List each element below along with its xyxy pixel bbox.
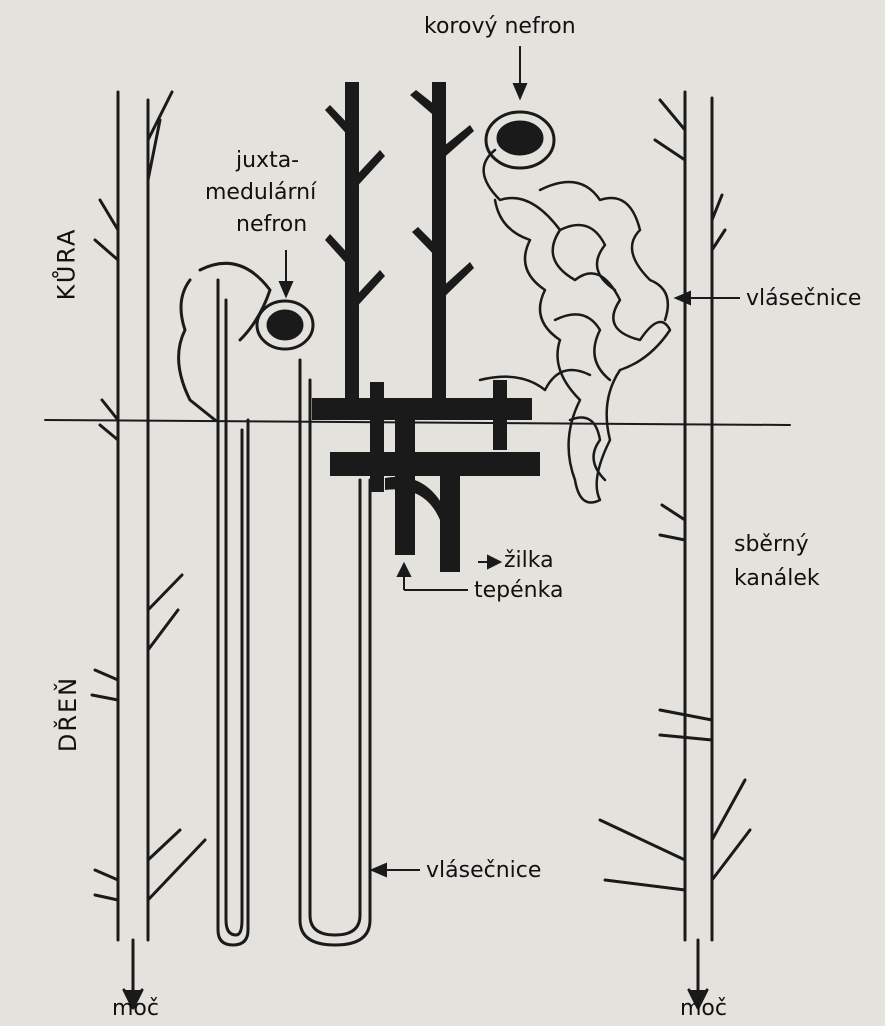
label-vlasecnice-top: vlásečnice [746, 286, 861, 312]
label-vlasecnice-bottom: vlásečnice [426, 858, 541, 884]
juxtamedullary-loop [179, 263, 270, 945]
label-sberny-line2: kanálek [734, 566, 820, 592]
label-moc-left: moč [112, 996, 159, 1022]
label-juxta-line3: nefron [236, 212, 307, 238]
label-juxta-line2: medulární [205, 180, 316, 206]
label-moc-right: moč [680, 996, 727, 1022]
label-tepenka: tepénka [474, 578, 563, 604]
label-dren: DŘEŇ [54, 676, 82, 752]
right-collecting-duct [600, 92, 750, 1008]
label-juxta-line1: juxta- [236, 148, 299, 174]
vasa-recta-loop [300, 360, 370, 945]
cortex-medulla-boundary [45, 420, 790, 425]
label-zilka: žilka [504, 548, 554, 574]
cortical-nephron-tubules [480, 150, 670, 503]
label-korovy-nefron: korový nefron [424, 14, 576, 40]
left-collecting-duct [92, 92, 205, 1008]
blood-vessels [312, 82, 540, 572]
label-kura: KŮRA [52, 228, 80, 301]
label-sberny-line1: sběrný [734, 532, 809, 558]
